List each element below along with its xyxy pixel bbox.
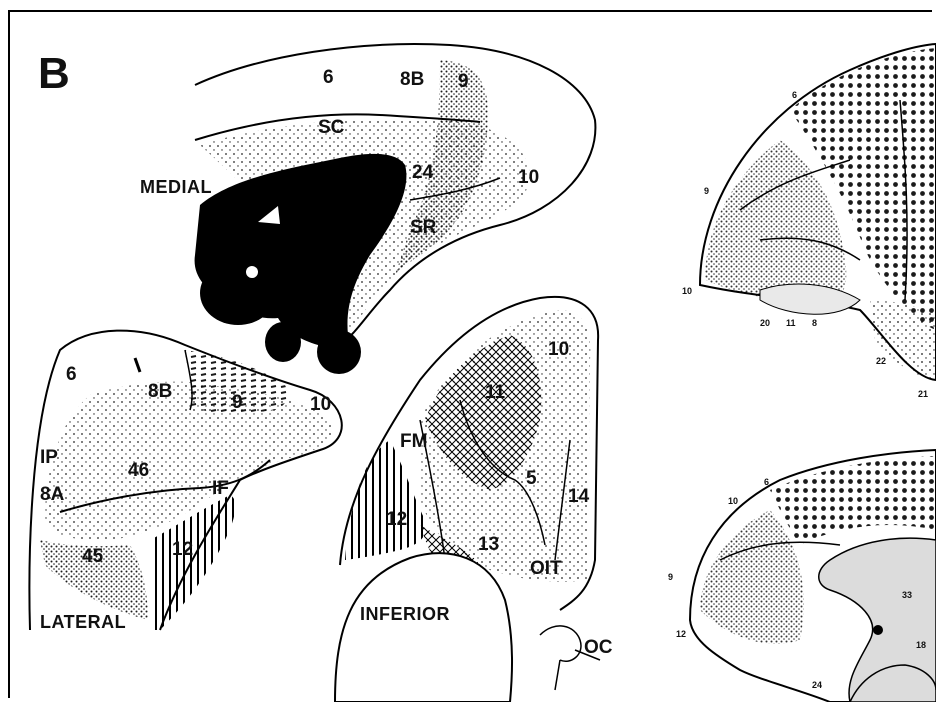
inferior-area-label: 11 [485,382,506,403]
medial-area-label: SC [318,117,345,138]
panel-letter: B [38,49,70,98]
medial-area-label: SR [410,217,437,238]
brodmann-bottom-label: 33 [902,590,912,600]
lateral-area-label: IP [40,447,58,468]
medial-black-lobe-left [200,261,276,325]
inferior-area-label: 14 [568,486,590,507]
inferior-area-label: 5 [526,468,537,489]
brodmann-bottom-label: 10 [728,496,738,506]
brodmann-bottom-label: 6 [764,477,769,487]
lateral-area-label: 6 [66,364,77,385]
brodmann-bottom-label: 24 [812,680,822,690]
brodmann-map-top [700,44,936,380]
brodmann-top-label: 8 [812,318,817,328]
view-label-medial: MEDIAL [140,177,212,197]
medial-white-dot [246,266,258,278]
medial-black-lobe-right [317,330,361,374]
brodmann-top-label: 9 [704,186,709,196]
lateral-area-label: IF [212,478,229,499]
lateral-area-label: 8A [40,484,65,505]
inferior-area-label: 10 [548,339,569,360]
medial-area-label: 10 [518,167,539,188]
lateral-area-label: 45 [82,546,104,567]
brodmann-top-label: 22 [876,356,886,366]
lateral-area-label: 9 [232,392,243,413]
brodmann-map-bottom [690,450,936,702]
brodmann-bottom-label: 9 [668,572,673,582]
lateral-area-label: 8B [148,381,172,402]
lateral-area-label: 12 [172,539,193,560]
medial-black-lobe-small [265,322,301,362]
brodmann-top-label: 11 [786,318,796,328]
lateral-area-label: 10 [310,394,331,415]
brodmann-bottom-label: 12 [676,629,686,639]
view-label-inferior: INFERIOR [360,604,450,624]
brodmann-top-label: 6 [792,90,797,100]
medial-area-label: 24 [412,162,434,183]
brodmann-top-label: 20 [760,318,770,328]
inferior-area-label: FM [400,431,427,452]
lateral-area-label: 46 [128,460,149,481]
brodmann-top-label: 21 [918,389,928,399]
lateral-short-mark [135,358,140,372]
medial-area-label: 9 [458,71,469,92]
view-label-lateral: LATERAL [40,612,126,632]
inferior-area-label: 12 [386,509,407,530]
inferior-area-label: OC [584,637,613,658]
brodmann-bottom-label: 18 [916,640,926,650]
inferior-area-12-lines [345,440,426,560]
medial-area-label: 6 [323,67,334,88]
medial-area-label: 8B [400,69,424,90]
inferior-temporal-pole [335,553,512,702]
inferior-area-label: OIT [530,558,562,579]
inferior-area-label: 13 [478,534,499,555]
brodmann-bottom-black-dot [873,625,883,635]
brodmann-top-label: 10 [682,286,692,296]
brodmann-top-temporal [870,300,936,380]
